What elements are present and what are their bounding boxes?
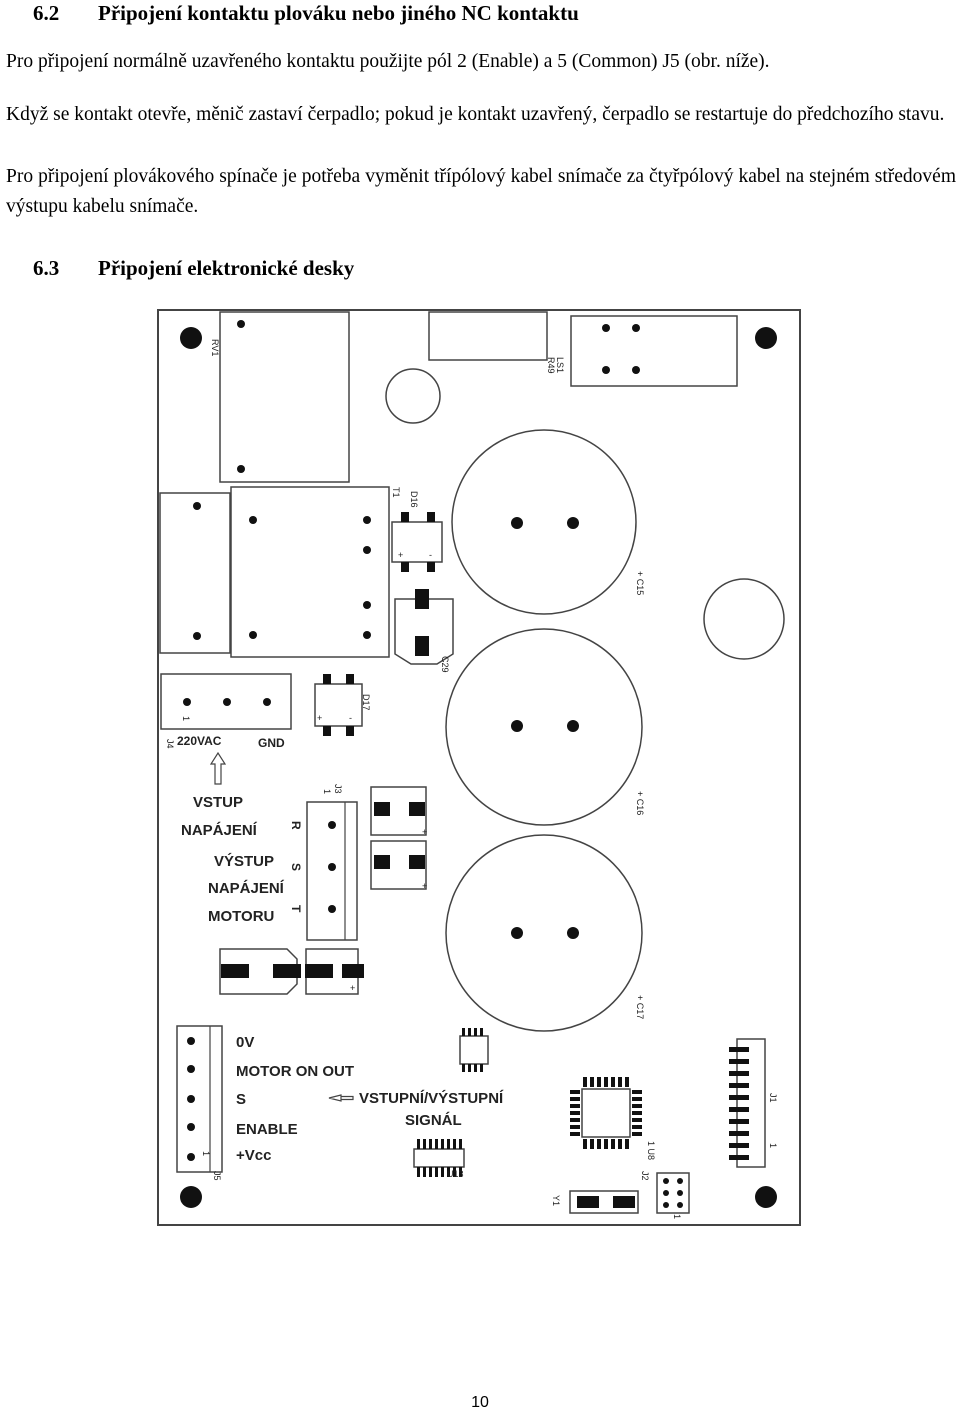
j3-connector bbox=[306, 801, 358, 941]
svg-text:S: S bbox=[289, 863, 303, 871]
d17-label: D17 bbox=[361, 694, 371, 711]
j2-label: J2 bbox=[640, 1171, 650, 1181]
j4-label: J4 bbox=[165, 739, 175, 749]
c17-capacitor bbox=[445, 834, 643, 1032]
round-component bbox=[703, 578, 785, 660]
j4-gnd-label: GND bbox=[258, 736, 285, 750]
j4-220vac-label: 220VAC bbox=[177, 734, 222, 748]
svg-text:+: + bbox=[422, 881, 427, 891]
t1-block bbox=[230, 486, 390, 658]
motor-output-label: VÝSTUP bbox=[214, 852, 274, 870]
svg-text:+: + bbox=[398, 550, 403, 560]
j5-motor-on-label: MOTOR ON OUT bbox=[236, 1063, 354, 1080]
left-component bbox=[159, 492, 231, 654]
ls1-relay bbox=[570, 315, 738, 387]
mounting-hole bbox=[755, 1186, 777, 1208]
svg-text:1: 1 bbox=[768, 1143, 778, 1148]
section-number: 6.2 bbox=[33, 1, 60, 25]
section-title: Připojení elektronické desky bbox=[98, 256, 355, 280]
t1-label: T1 bbox=[391, 487, 401, 498]
paragraph-float-switch: Pro připojení plovákového spínače je pot… bbox=[6, 166, 956, 217]
svg-text:R: R bbox=[289, 821, 303, 830]
svg-text:+: + bbox=[317, 713, 322, 723]
j1-connector bbox=[736, 1038, 766, 1168]
j5-enable-label: ENABLE bbox=[236, 1121, 298, 1138]
svg-text:-: - bbox=[349, 713, 352, 723]
u13-chip bbox=[413, 1148, 465, 1168]
io-signal-label: VSTUPNÍ/VÝSTUPNÍ bbox=[359, 1089, 504, 1107]
ls1-label: LS1 bbox=[555, 357, 565, 373]
j5-s-label: S bbox=[236, 1091, 246, 1108]
paragraph-contact-behaviour: Když se kontakt otevře, měnič zastaví če… bbox=[6, 104, 945, 125]
j1-label: J1 bbox=[768, 1093, 778, 1103]
j3-label: J3 bbox=[333, 784, 343, 794]
svg-text:+: + bbox=[350, 983, 355, 993]
d16-diode bbox=[391, 521, 443, 563]
arrow-left-icon bbox=[328, 1094, 354, 1102]
paragraph-nc-contact: Pro připojení normálně uzavřeného kontak… bbox=[6, 51, 770, 72]
j2-header bbox=[656, 1172, 690, 1214]
mounting-hole bbox=[180, 1186, 202, 1208]
pcb-board-diagram: RV1 LS1 R49 T1 + - D16 C29 + C15 + C16 +… bbox=[157, 309, 801, 1226]
rv1-label: RV1 bbox=[210, 339, 220, 356]
u8-label: 1 U8 bbox=[646, 1141, 656, 1160]
board-outline bbox=[157, 309, 801, 1226]
svg-text:MOTORU: MOTORU bbox=[208, 908, 274, 925]
resistor-box bbox=[428, 311, 548, 361]
svg-text:T: T bbox=[289, 905, 303, 913]
j4-connector bbox=[160, 673, 292, 730]
small-capacitor bbox=[370, 786, 427, 836]
svg-text:1: 1 bbox=[672, 1214, 682, 1219]
u8-chip bbox=[581, 1088, 631, 1138]
section-title: Připojení kontaktu plováku nebo jiného N… bbox=[98, 1, 579, 25]
j5-connector bbox=[176, 1025, 223, 1173]
power-input-label: VSTUP bbox=[193, 794, 243, 811]
small-capacitor bbox=[370, 840, 427, 890]
d17-diode bbox=[314, 683, 363, 727]
c15-label: + C15 bbox=[635, 571, 645, 595]
y1-crystal bbox=[569, 1190, 639, 1214]
svg-text:1: 1 bbox=[181, 716, 191, 721]
u13-label: U13 bbox=[447, 1169, 464, 1179]
c16-capacitor bbox=[445, 628, 643, 826]
page-number: 10 bbox=[471, 1394, 489, 1411]
svg-text:1: 1 bbox=[201, 1151, 211, 1156]
svg-text:SIGNÁL: SIGNÁL bbox=[405, 1112, 462, 1129]
svg-text:NAPÁJENÍ: NAPÁJENÍ bbox=[208, 880, 285, 897]
svg-text:1: 1 bbox=[322, 789, 332, 794]
c29-capacitor bbox=[394, 598, 454, 665]
mounting-hole bbox=[755, 327, 777, 349]
svg-text:-: - bbox=[429, 550, 432, 560]
j5-0v-label: 0V bbox=[236, 1034, 254, 1051]
svg-text:+: + bbox=[422, 827, 427, 837]
round-component bbox=[385, 368, 441, 424]
rv1-component bbox=[219, 311, 350, 483]
c16-label: + C16 bbox=[635, 791, 645, 815]
c15-capacitor bbox=[451, 429, 637, 615]
y1-label: Y1 bbox=[551, 1195, 561, 1206]
d16-label: D16 bbox=[409, 491, 419, 508]
section-number: 6.3 bbox=[33, 256, 60, 280]
j5-vcc-label: +Vcc bbox=[236, 1147, 271, 1164]
arrow-up-icon bbox=[209, 751, 227, 785]
c17-label: + C17 bbox=[635, 995, 645, 1019]
horizontal-capacitor bbox=[219, 948, 298, 995]
svg-text:NAPÁJENÍ: NAPÁJENÍ bbox=[181, 822, 258, 839]
r49-label: R49 bbox=[546, 357, 556, 374]
j5-label: J5 bbox=[212, 1171, 222, 1181]
c29-label: C29 bbox=[440, 656, 450, 673]
mounting-hole bbox=[180, 327, 202, 349]
